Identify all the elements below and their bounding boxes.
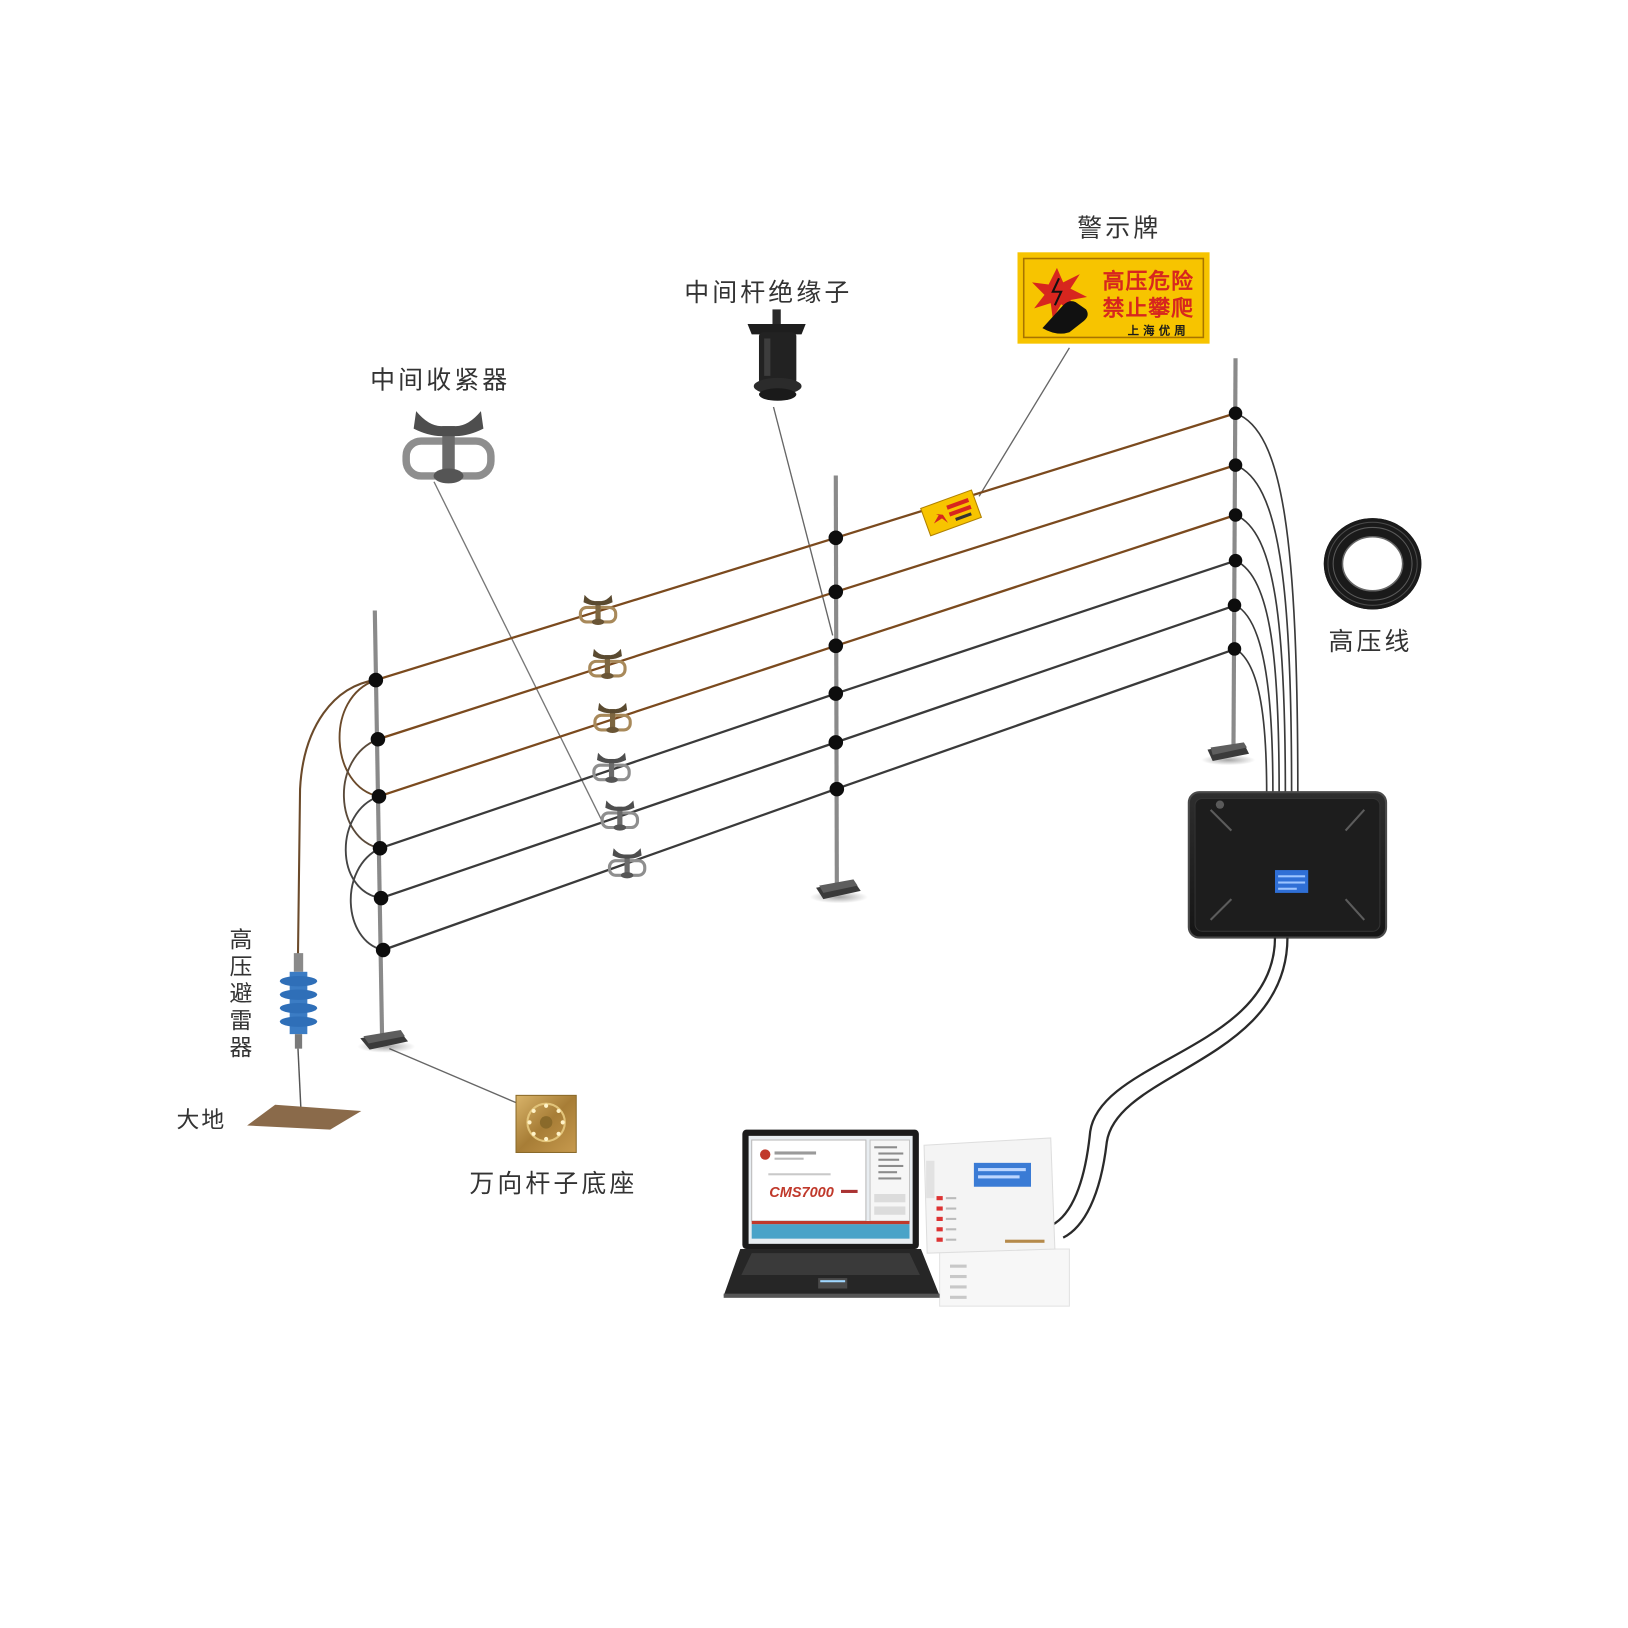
wire-node xyxy=(370,731,386,747)
software-logo-icon xyxy=(760,1149,771,1160)
pole-base-icon xyxy=(515,1094,577,1153)
keypad-lcd xyxy=(973,1162,1031,1187)
controller-lead-1 xyxy=(1235,412,1299,795)
keypad-led xyxy=(936,1237,943,1242)
warning-sign-line1: 高压危险 xyxy=(1103,269,1194,295)
warning-sign-line3: 上海优周 xyxy=(1128,323,1190,337)
wire-node xyxy=(372,840,388,856)
wire-node xyxy=(1227,642,1242,656)
controller-lead-2 xyxy=(1235,464,1293,795)
wire-node xyxy=(828,530,844,546)
leader-warning-sign xyxy=(978,347,1070,497)
jumper-loop-4 xyxy=(349,847,384,951)
wire-node xyxy=(1228,458,1243,472)
warning-sign-line2: 禁止攀爬 xyxy=(1103,297,1194,322)
wire-nodes xyxy=(368,406,1243,958)
insulator-icon xyxy=(747,309,806,401)
wire-node xyxy=(828,638,844,654)
lightning-bolt-icon xyxy=(1051,277,1063,306)
jumper-loop-1 xyxy=(338,679,380,798)
middle-pole-base xyxy=(809,879,868,904)
keypad-led xyxy=(936,1216,943,1221)
ground-lead-wire xyxy=(297,1048,302,1114)
wire-node xyxy=(368,672,384,688)
fence-wire-2 xyxy=(377,464,1236,741)
wire-node xyxy=(371,789,387,804)
keypad-icon xyxy=(923,1137,1056,1254)
wire-node xyxy=(828,735,844,750)
wire-node xyxy=(1228,553,1243,568)
keypad-led xyxy=(936,1206,943,1211)
wire-node xyxy=(373,890,389,906)
keypad-led xyxy=(936,1227,943,1232)
ground-label: 大地 xyxy=(177,1108,227,1134)
printer-unit xyxy=(939,1248,1070,1307)
controller-indicator xyxy=(1215,800,1225,809)
controller-lead-4 xyxy=(1235,559,1280,795)
warning-sign-border xyxy=(1022,257,1205,339)
tensioner-5 xyxy=(600,798,640,833)
fence-wire-5 xyxy=(380,604,1236,900)
warning-tag-icon xyxy=(920,489,983,537)
jumper-loop-3 xyxy=(344,795,382,900)
tensioner-3 xyxy=(593,701,632,735)
jumper-loop-2 xyxy=(342,738,381,850)
leader-tensioner xyxy=(433,481,605,826)
warning-sign-label: 警示牌 xyxy=(1077,214,1161,243)
tensioner-label: 中间收紧器 xyxy=(370,365,510,394)
wire-node xyxy=(828,686,844,701)
laptop-trackpad xyxy=(818,1278,848,1289)
lightning-arrester-icon xyxy=(279,953,318,1049)
software-status-bar xyxy=(751,1224,910,1239)
right-pole-base xyxy=(1201,742,1256,766)
wire-node xyxy=(1228,508,1243,522)
tensioner-4 xyxy=(592,751,631,785)
base-label: 万向杆子底座 xyxy=(469,1169,637,1198)
tensioner-6 xyxy=(607,846,647,880)
controller-icon xyxy=(1187,791,1388,939)
left-pole-base xyxy=(357,1029,416,1053)
hv-wire-label: 高压线 xyxy=(1328,627,1412,656)
controller-lead-5 xyxy=(1235,604,1274,795)
wire-node xyxy=(829,781,845,797)
controller-lead-6 xyxy=(1235,648,1268,795)
fence-wire-1 xyxy=(375,412,1236,682)
wire-coil-icon xyxy=(1323,518,1422,610)
controller-lead-3 xyxy=(1235,514,1287,795)
leader-insulator xyxy=(772,406,834,636)
control-cable-2 xyxy=(1062,937,1289,1239)
wire-node xyxy=(375,942,391,958)
tensioner-icon xyxy=(406,411,491,483)
warning-sign-icon: 高压危险 禁止攀爬 上海优周 xyxy=(1017,252,1210,344)
fence-wire-3 xyxy=(378,513,1236,798)
tensioner-1 xyxy=(578,593,618,627)
laptop-icon: CMS7000 xyxy=(723,1129,940,1298)
control-cable-1 xyxy=(1051,937,1277,1227)
insulator-label: 中间杆绝缘子 xyxy=(684,278,852,307)
keypad-led xyxy=(936,1196,943,1201)
hand-icon xyxy=(1042,301,1088,334)
arrester-lead-wire xyxy=(296,679,376,956)
wire-node xyxy=(1228,406,1243,420)
wire-node xyxy=(828,584,844,600)
software-title: CMS7000 xyxy=(769,1185,834,1201)
ground-plate-icon xyxy=(247,1104,362,1130)
tensioner-2 xyxy=(588,647,627,681)
leader-base xyxy=(389,1048,517,1104)
fence-wire-4 xyxy=(379,559,1236,850)
fence-wire-6 xyxy=(382,647,1236,952)
arrester-label: 高压避雷器 xyxy=(225,927,252,1063)
wire-node xyxy=(1227,598,1242,613)
